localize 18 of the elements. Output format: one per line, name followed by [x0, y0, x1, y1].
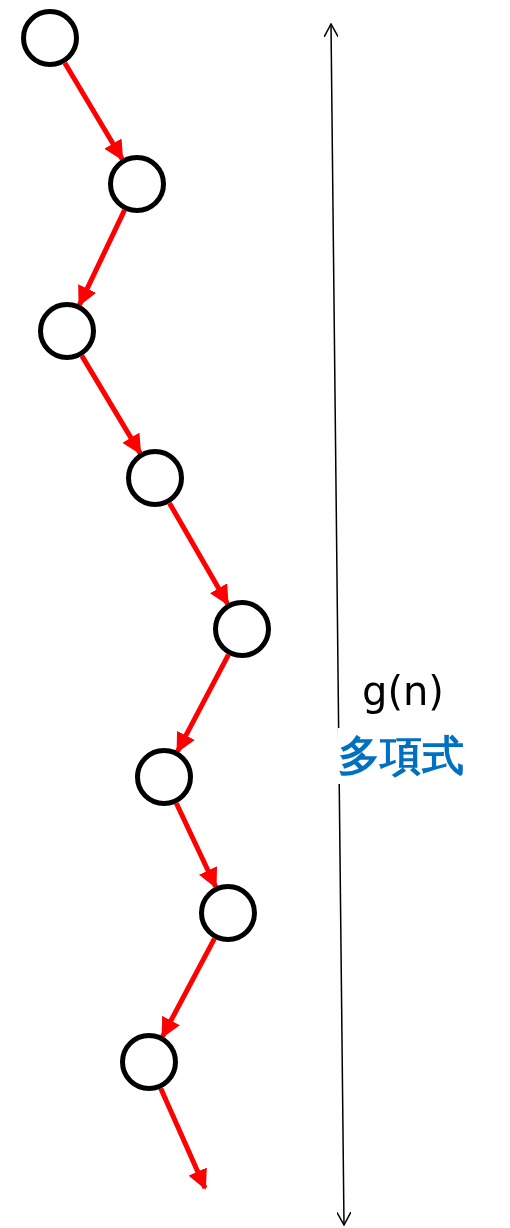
arrow — [62, 61, 125, 161]
arrow — [79, 354, 143, 455]
formula-label: g(n) — [362, 668, 444, 714]
arrow — [77, 209, 127, 307]
circle-node — [108, 155, 166, 213]
circle-node — [38, 302, 96, 360]
arrow — [158, 1087, 208, 1190]
circle-node — [126, 449, 184, 507]
caption-text: 多項式 — [338, 728, 464, 784]
circle-node — [213, 600, 271, 658]
circle-node — [135, 748, 193, 806]
circle-node — [199, 884, 257, 942]
circle-node — [21, 9, 79, 67]
arrow — [167, 501, 230, 606]
arrow — [174, 802, 218, 889]
arrow — [160, 937, 217, 1039]
circle-node — [120, 1033, 178, 1091]
arrow — [175, 653, 231, 754]
